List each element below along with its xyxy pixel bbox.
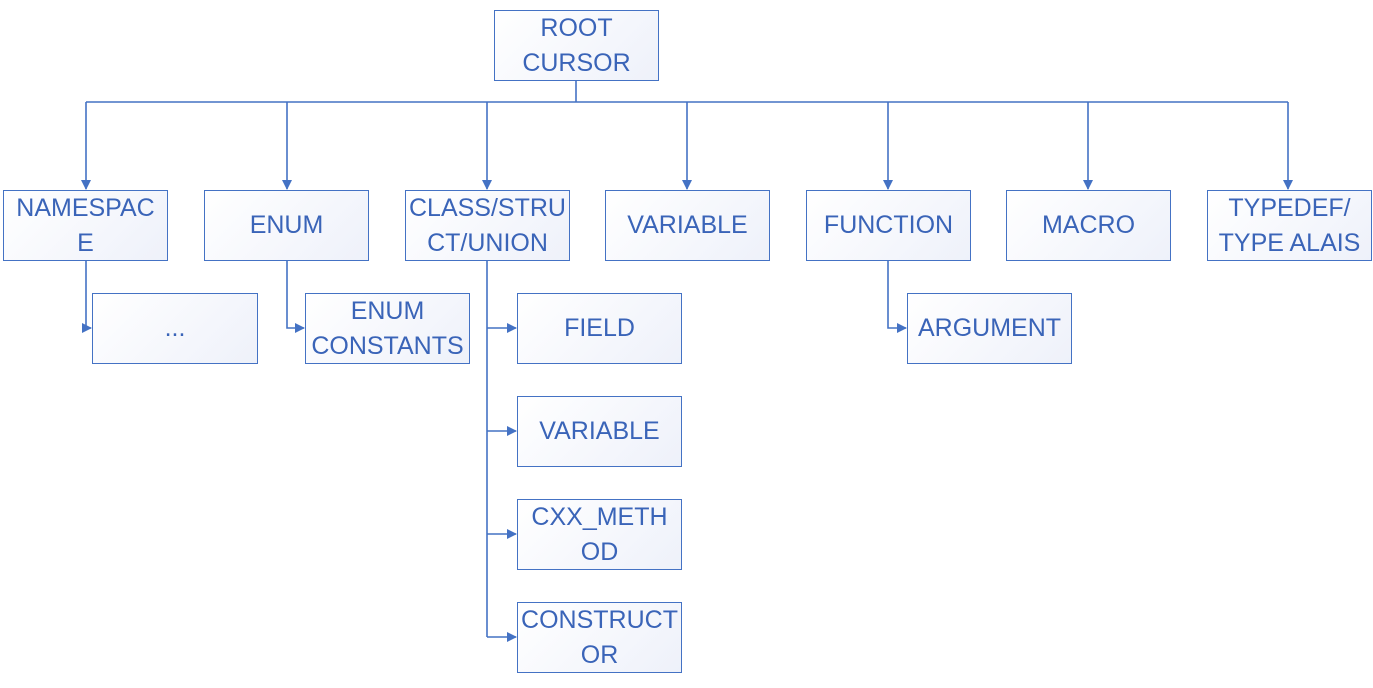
node-cxx-method: CXX_METH OD <box>517 499 682 570</box>
function-child-arrow <box>887 261 907 333</box>
node-label-line: OR <box>580 640 619 669</box>
node-label-line: TYPEDEF/ <box>1228 193 1351 222</box>
node-argument: ARGUMENT <box>907 293 1072 364</box>
node-namespace-children-ellipsis: ... <box>92 293 258 364</box>
node-function: FUNCTION <box>806 190 971 261</box>
node-label-line: E <box>77 228 94 257</box>
node-field: FIELD <box>517 293 682 364</box>
node-label-line: CURSOR <box>522 48 631 77</box>
node-label-line: CONSTANTS <box>311 331 464 360</box>
node-label-line: FUNCTION <box>823 211 954 239</box>
node-namespace: NAMESPAC E <box>3 190 168 261</box>
node-label-line: CONSTRUCT <box>521 605 678 634</box>
node-label-line: FIELD <box>564 314 635 342</box>
node-label-line: NAMESPAC <box>16 193 155 222</box>
node-label-line: VARIABLE <box>627 211 748 239</box>
namespace-child-arrow <box>82 261 92 333</box>
node-label-line: CXX_METH <box>531 502 668 531</box>
node-variable: VARIABLE <box>605 190 770 261</box>
node-label-line: ARGUMENT <box>917 314 1062 342</box>
node-label-line: VARIABLE <box>539 417 660 445</box>
node-label-line: MACRO <box>1041 211 1136 239</box>
node-class-struct-union: CLASS/STRU CT/UNION <box>405 190 570 261</box>
node-constructor: CONSTRUCT OR <box>517 602 682 673</box>
node-enum: ENUM <box>204 190 369 261</box>
node-root-cursor: ROOT CURSOR <box>494 10 659 81</box>
node-enum-constants: ENUM CONSTANTS <box>305 293 470 364</box>
node-label-line: ENUM <box>350 296 425 325</box>
node-label-line: TYPE ALAIS <box>1218 228 1361 257</box>
node-label-line: ROOT <box>540 13 613 42</box>
node-label-line: OD <box>580 537 619 566</box>
node-label-line: CLASS/STRU <box>409 193 566 222</box>
enum-child-arrow <box>286 261 305 333</box>
node-class-variable: VARIABLE <box>517 396 682 467</box>
node-label-line: ENUM <box>249 211 324 239</box>
node-typedef-type-alias: TYPEDEF/TYPE ALAIS <box>1207 190 1372 261</box>
node-label-line: CT/UNION <box>427 228 548 257</box>
node-macro: MACRO <box>1006 190 1171 261</box>
node-label-line: ... <box>164 314 186 342</box>
